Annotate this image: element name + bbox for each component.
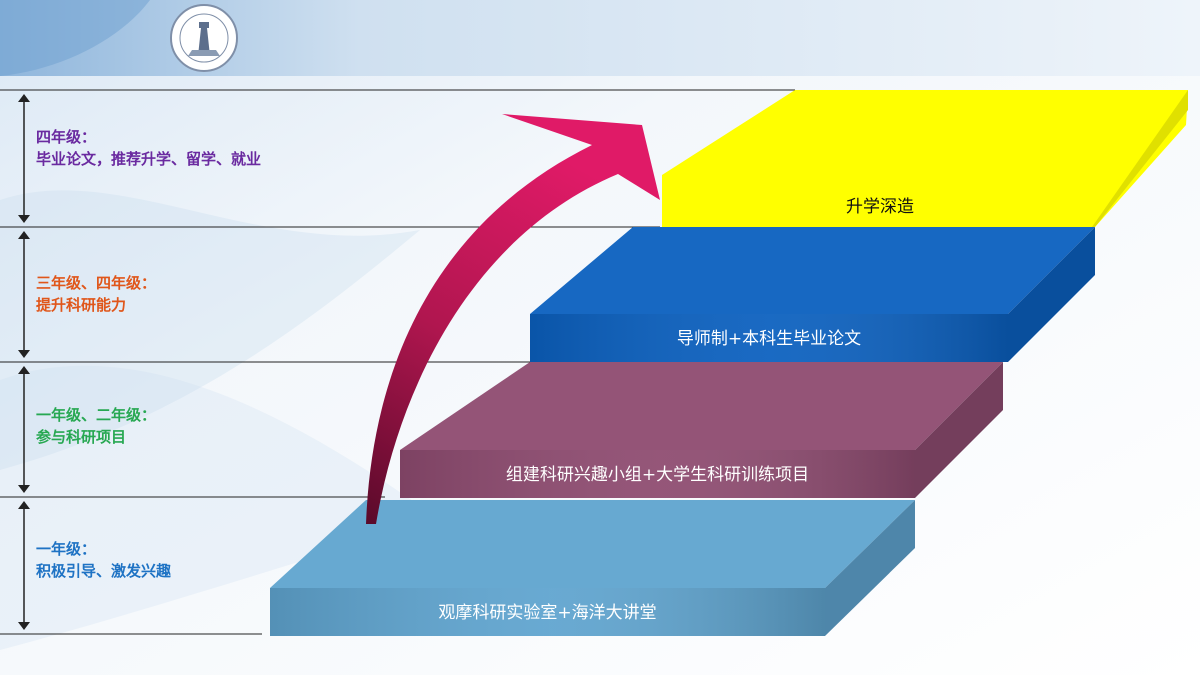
- timeline-label-title: 一年级、二年级：: [36, 406, 157, 424]
- top-band-sweep: [0, 0, 150, 76]
- timeline-label-title: 三年级、四年级：: [36, 274, 157, 292]
- timeline-label: 一年级、二年级： 参与科研项目: [36, 404, 156, 448]
- stair-step-top: [400, 362, 1003, 450]
- arrowhead-down-icon: [18, 485, 30, 493]
- stair-step-shading: [530, 314, 1008, 362]
- stairs: 观摩科研实验室+海洋大讲堂 组建科研兴趣小组+大学生科研训练项目 导师制+本科生毕业…: [270, 90, 1188, 636]
- stair-step: 观摩科研实验室+海洋大讲堂: [270, 500, 915, 636]
- stair-step-label: 观摩科研实验室+海洋大讲堂: [438, 603, 656, 623]
- stair-step-shading: [270, 588, 825, 636]
- stair-step-side: [825, 500, 915, 636]
- background-wave-2: [0, 365, 440, 650]
- timeline-label-detail: 积极引导、激发兴趣: [36, 562, 172, 580]
- stair-step: 组建科研兴趣小组+大学生科研训练项目: [400, 362, 1003, 498]
- stair-step-label: 导师制+本科生毕业论文: [677, 329, 861, 349]
- stair-step-side: [1008, 227, 1095, 362]
- stair-step-top: [530, 227, 1095, 314]
- timeline-label-title: 四年级：: [36, 128, 97, 146]
- arrowhead-down-icon: [18, 350, 30, 358]
- arrowhead-down-icon: [18, 215, 30, 223]
- arrowhead-up-icon: [18, 231, 30, 239]
- stair-step-top: [662, 90, 1188, 227]
- progress-arrow: [366, 114, 660, 524]
- timeline-label-detail: 参与科研项目: [36, 428, 127, 446]
- arrowhead-up-icon: [18, 501, 30, 509]
- stair-step-top: [270, 500, 915, 588]
- arrowhead-down-icon: [18, 622, 30, 630]
- arrowhead-up-icon: [18, 366, 30, 374]
- timeline-label: 三年级、四年级： 提升科研能力: [36, 272, 156, 316]
- stair-step-side: [915, 362, 1003, 498]
- timeline: [0, 89, 795, 635]
- stair-step: 导师制+本科生毕业论文: [530, 227, 1095, 362]
- school-logo: [170, 4, 238, 72]
- stair-step: 升学深造: [662, 90, 1188, 227]
- timeline-label: 一年级： 积极引导、激发兴趣: [36, 538, 171, 582]
- arrowhead-up-icon: [18, 94, 30, 102]
- stair-step-label: 升学深造: [846, 197, 914, 217]
- background-wave: [0, 190, 420, 470]
- timeline-label-title: 一年级：: [36, 540, 97, 558]
- timeline-label: 四年级： 毕业论文，推荐升学、留学、就业: [36, 126, 261, 170]
- stair-step-side: [1092, 90, 1188, 227]
- stair-step-label: 组建科研兴趣小组+大学生科研训练项目: [506, 465, 809, 485]
- stair-step-shading: [400, 450, 915, 498]
- timeline-label-detail: 毕业论文，推荐升学、留学、就业: [36, 150, 262, 168]
- timeline-label-detail: 提升科研能力: [36, 296, 127, 314]
